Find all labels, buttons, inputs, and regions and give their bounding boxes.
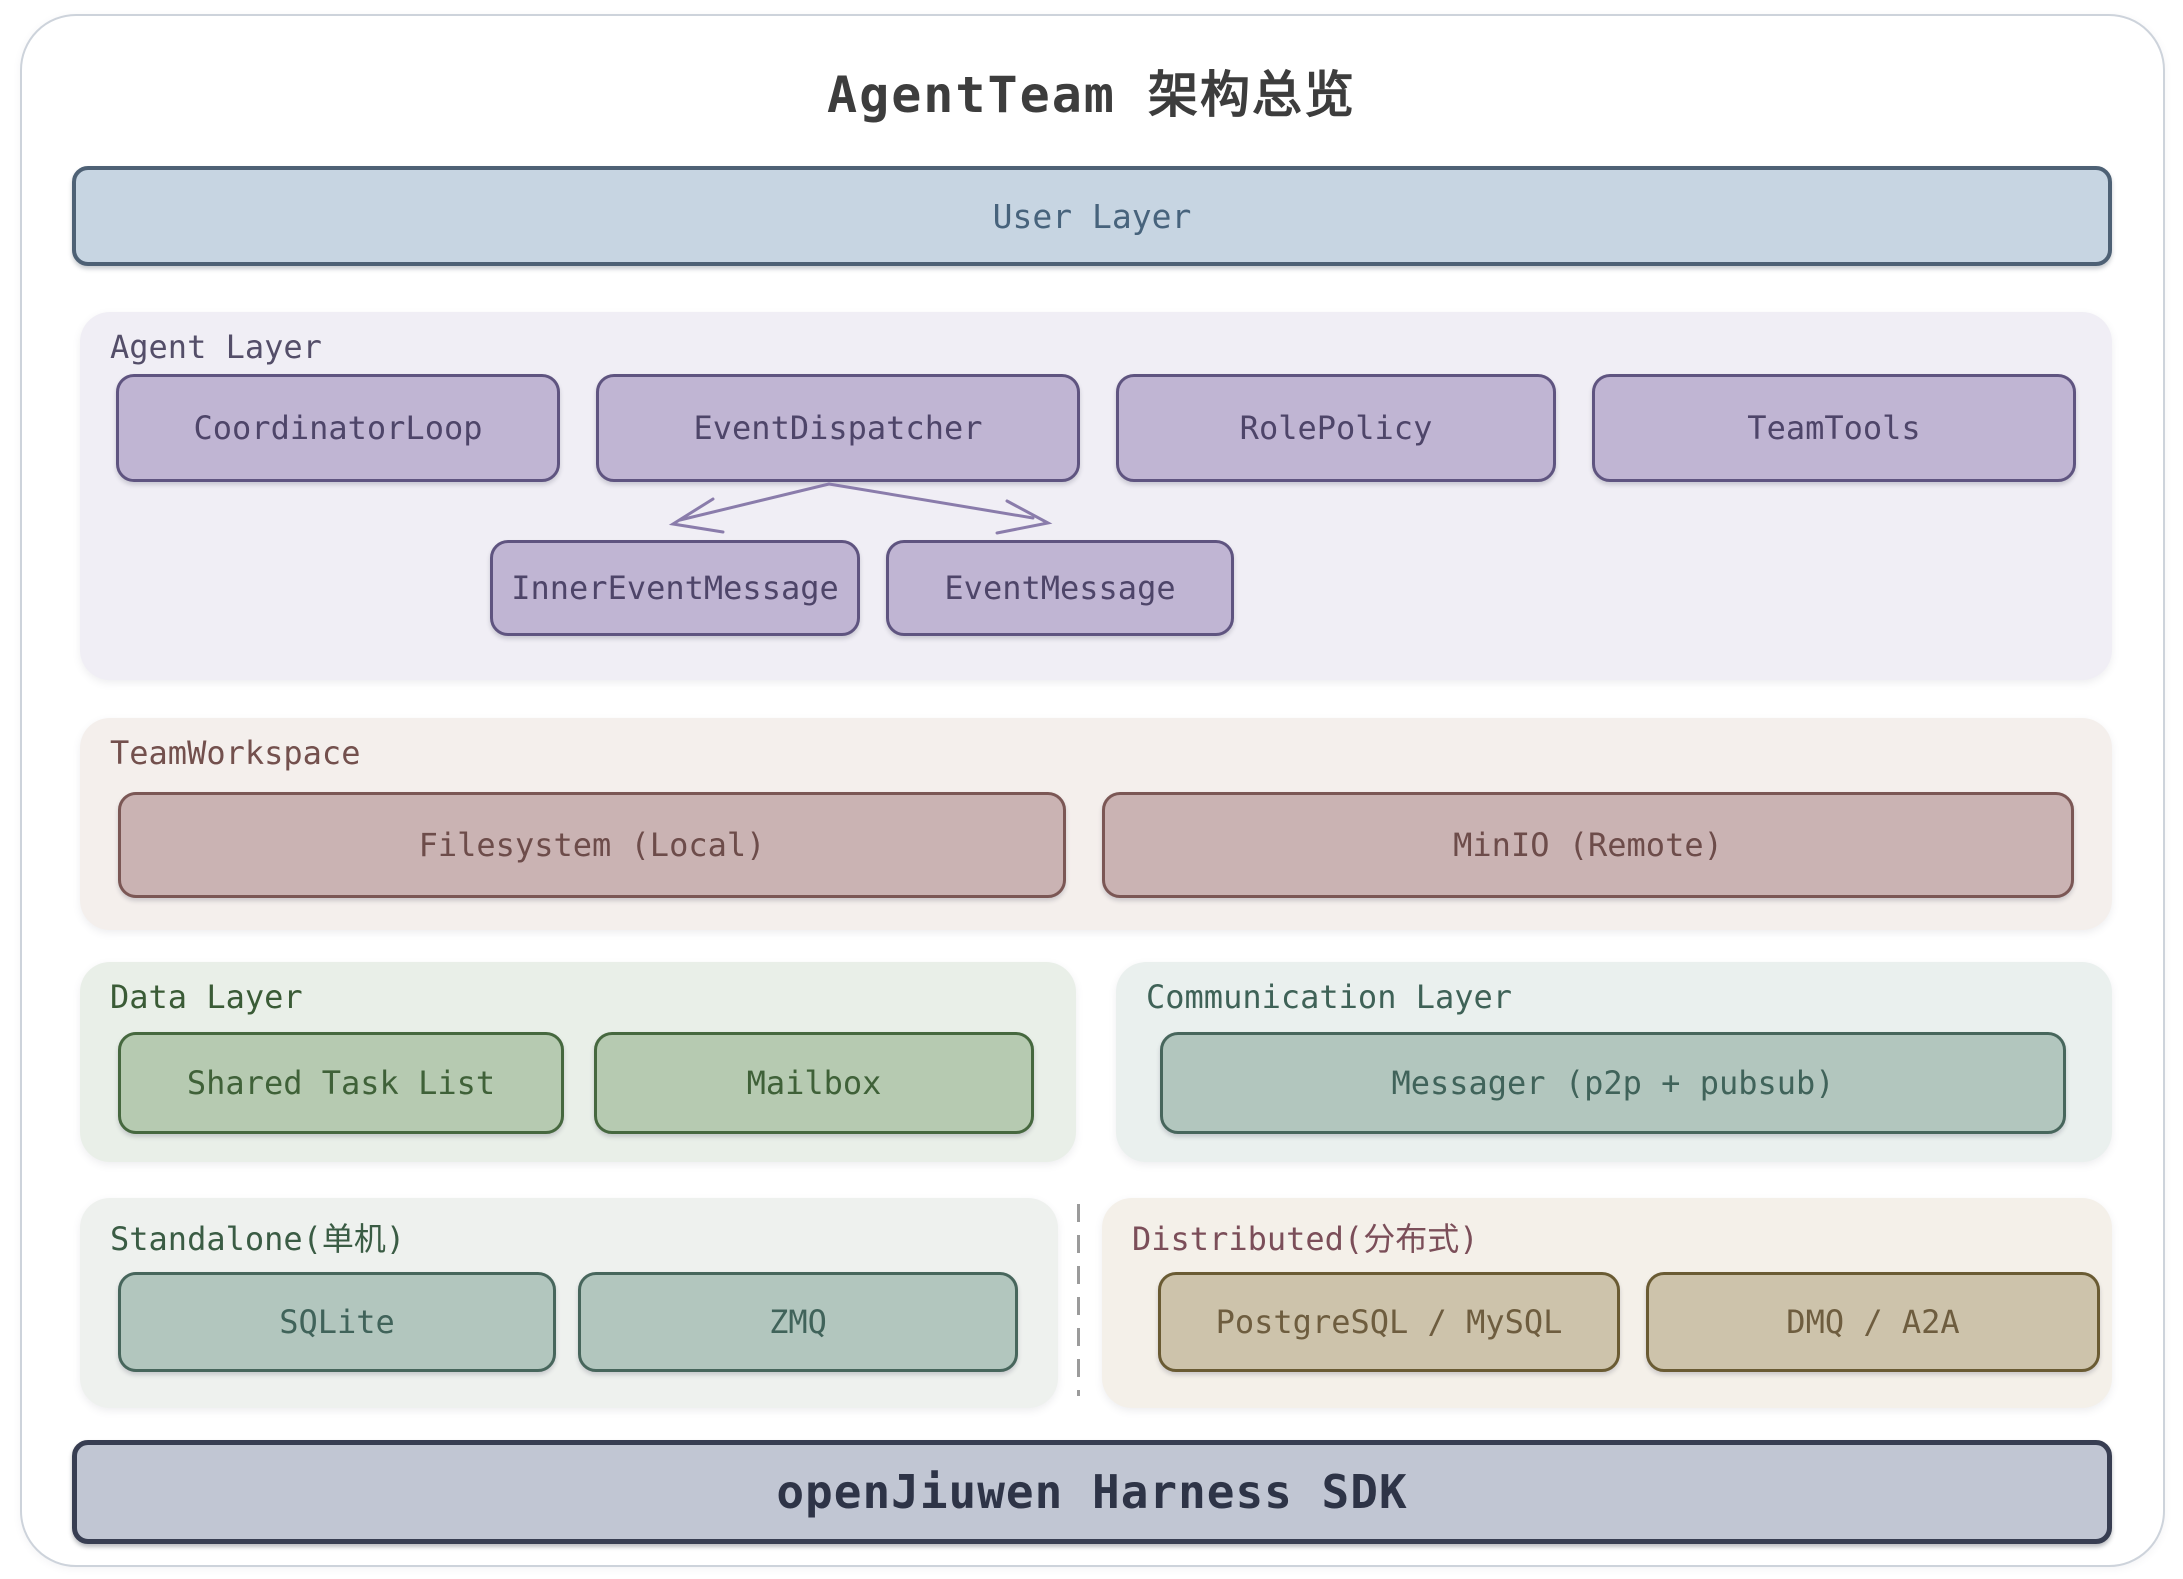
teamworkspace-container: TeamWorkspace Filesystem (Local) MinIO (… [80,718,2112,930]
box-mailbox-label: Mailbox [746,1064,882,1102]
standalone-distributed-divider [1077,1204,1080,1396]
box-zmq: ZMQ [578,1272,1018,1372]
box-rolepolicy-label: RolePolicy [1239,409,1433,447]
box-sqlite: SQLite [118,1272,556,1372]
arrow-to-innereventmessage [678,482,831,522]
box-coordinatorloop-label: CoordinatorLoop [193,409,483,447]
data-layer-label: Data Layer [110,978,303,1016]
sdk-bar-label: openJiuwen Harness SDK [776,1465,1408,1519]
box-minio-remote: MinIO (Remote) [1102,792,2074,898]
box-messager: Messager (p2p + pubsub) [1160,1032,2066,1134]
arrow-to-eventmessage [827,482,1035,520]
box-eventmessage: EventMessage [886,540,1234,636]
box-dmq-a2a: DMQ / A2A [1646,1272,2100,1372]
box-filesystem-local: Filesystem (Local) [118,792,1066,898]
standalone-container: Standalone(单机) SQLite ZMQ [80,1198,1058,1408]
agent-layer-label: Agent Layer [110,328,322,366]
box-filesystem-local-label: Filesystem (Local) [418,826,766,864]
communication-layer-label: Communication Layer [1146,978,1513,1016]
data-layer-container: Data Layer Shared Task List Mailbox [80,962,1076,1162]
box-postgresql-mysql-label: PostgreSQL / MySQL [1215,1303,1563,1341]
box-sqlite-label: SQLite [279,1303,395,1341]
box-mailbox: Mailbox [594,1032,1034,1134]
distributed-container: Distributed(分布式) PostgreSQL / MySQL DMQ … [1102,1198,2112,1408]
communication-layer-container: Communication Layer Messager (p2p + pubs… [1116,962,2112,1162]
standalone-label: Standalone(单机) [110,1220,406,1258]
box-messager-label: Messager (p2p + pubsub) [1391,1064,1835,1102]
agent-layer-container: Agent Layer CoordinatorLoop EventDispatc… [80,312,2112,680]
box-shared-task-list-label: Shared Task List [186,1064,496,1102]
box-dmq-a2a-label: DMQ / A2A [1786,1303,1960,1341]
user-layer-bar: User Layer [72,166,2112,266]
distributed-label: Distributed(分布式) [1132,1220,1479,1258]
box-teamtools-label: TeamTools [1747,409,1921,447]
box-innereventmessage-label: InnerEventMessage [511,569,839,607]
diagram-title: AgentTeam 架构总览 [826,66,1357,124]
box-coordinatorloop: CoordinatorLoop [116,374,560,482]
box-eventdispatcher-label: EventDispatcher [693,409,983,447]
box-rolepolicy: RolePolicy [1116,374,1556,482]
box-shared-task-list: Shared Task List [118,1032,564,1134]
sdk-bar: openJiuwen Harness SDK [72,1440,2112,1544]
box-eventmessage-label: EventMessage [944,569,1176,607]
box-minio-remote-label: MinIO (Remote) [1453,826,1723,864]
box-zmq-label: ZMQ [769,1303,827,1341]
box-postgresql-mysql: PostgreSQL / MySQL [1158,1272,1620,1372]
box-eventdispatcher: EventDispatcher [596,374,1080,482]
box-teamtools: TeamTools [1592,374,2076,482]
box-innereventmessage: InnerEventMessage [490,540,860,636]
user-layer-label: User Layer [992,196,1192,236]
teamworkspace-label: TeamWorkspace [110,734,361,772]
